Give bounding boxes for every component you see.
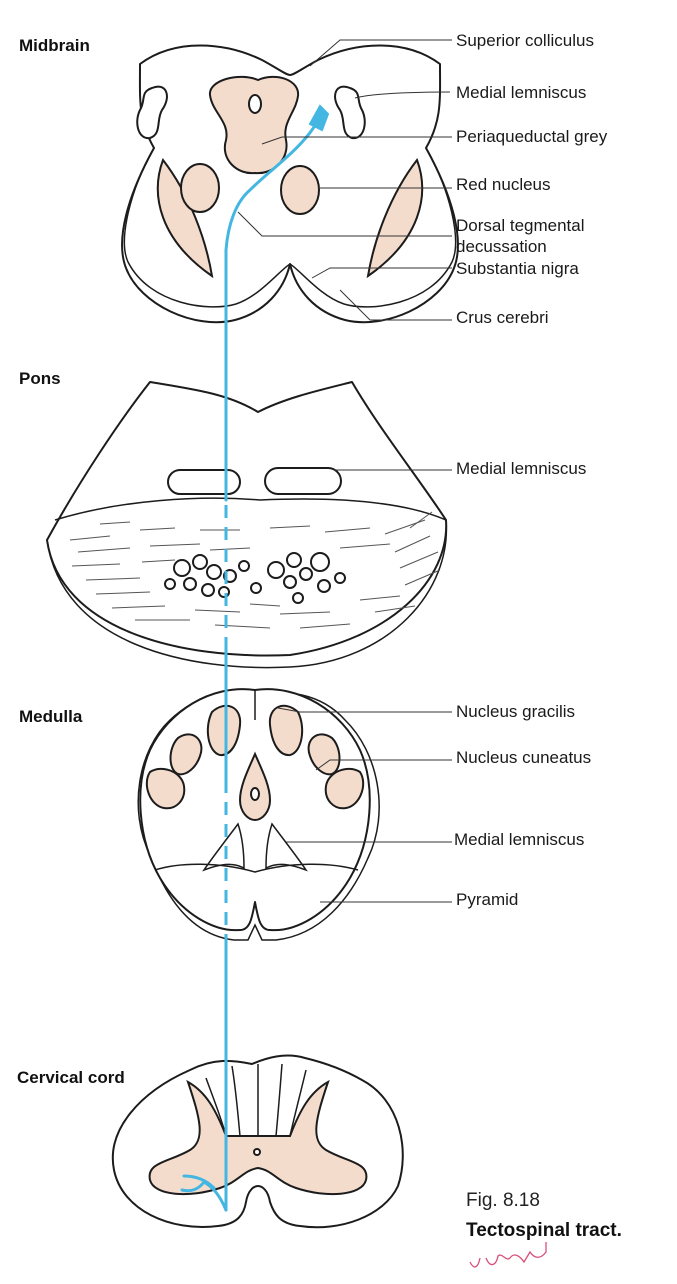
label-substantia-nigra: Substantia nigra xyxy=(456,259,579,278)
left-medial-lemniscus-pons xyxy=(168,470,240,494)
pons-section xyxy=(47,382,446,668)
section-title-medulla: Medulla xyxy=(19,707,83,726)
label-nucleus-cuneatus: Nucleus cuneatus xyxy=(456,748,591,767)
medulla-central-canal xyxy=(251,788,259,800)
figure-title: Tectospinal tract. xyxy=(466,1220,622,1241)
section-title-midbrain: Midbrain xyxy=(19,36,90,55)
section-title-cervical-cord: Cervical cord xyxy=(17,1068,125,1087)
label-crus-cerebri: Crus cerebri xyxy=(456,308,549,327)
label-pyramid: Pyramid xyxy=(456,890,518,909)
handwritten-annotation xyxy=(470,1242,546,1267)
left-nucleus-cuneatus-outer xyxy=(147,769,184,808)
pons-outline xyxy=(47,382,446,656)
cervical-cord-section xyxy=(113,1056,403,1228)
midbrain-section xyxy=(122,46,458,323)
section-title-pons: Pons xyxy=(19,369,61,388)
label-medial-lemniscus-midbrain: Medial lemniscus xyxy=(456,83,586,102)
figure-number: Fig. 8.18 xyxy=(466,1190,540,1211)
right-nucleus-cuneatus-outer xyxy=(326,769,363,808)
cerebral-aqueduct xyxy=(249,95,261,113)
right-red-nucleus xyxy=(281,166,319,214)
label-nucleus-gracilis: Nucleus gracilis xyxy=(456,702,575,721)
label-red-nucleus: Red nucleus xyxy=(456,175,551,194)
label-dorsal-tegmental-line2: decussation xyxy=(456,237,547,256)
cervical-central-canal xyxy=(254,1149,260,1155)
left-red-nucleus xyxy=(181,164,219,212)
right-medial-lemniscus-pons xyxy=(265,468,341,494)
label-medial-lemniscus-medulla: Medial lemniscus xyxy=(454,830,584,849)
label-superior-colliculus: Superior colliculus xyxy=(456,31,594,50)
label-medial-lemniscus-pons: Medial lemniscus xyxy=(456,459,586,478)
label-dorsal-tegmental-line1: Dorsal tegmental xyxy=(456,216,585,235)
label-periaqueductal-grey: Periaqueductal grey xyxy=(456,127,608,146)
